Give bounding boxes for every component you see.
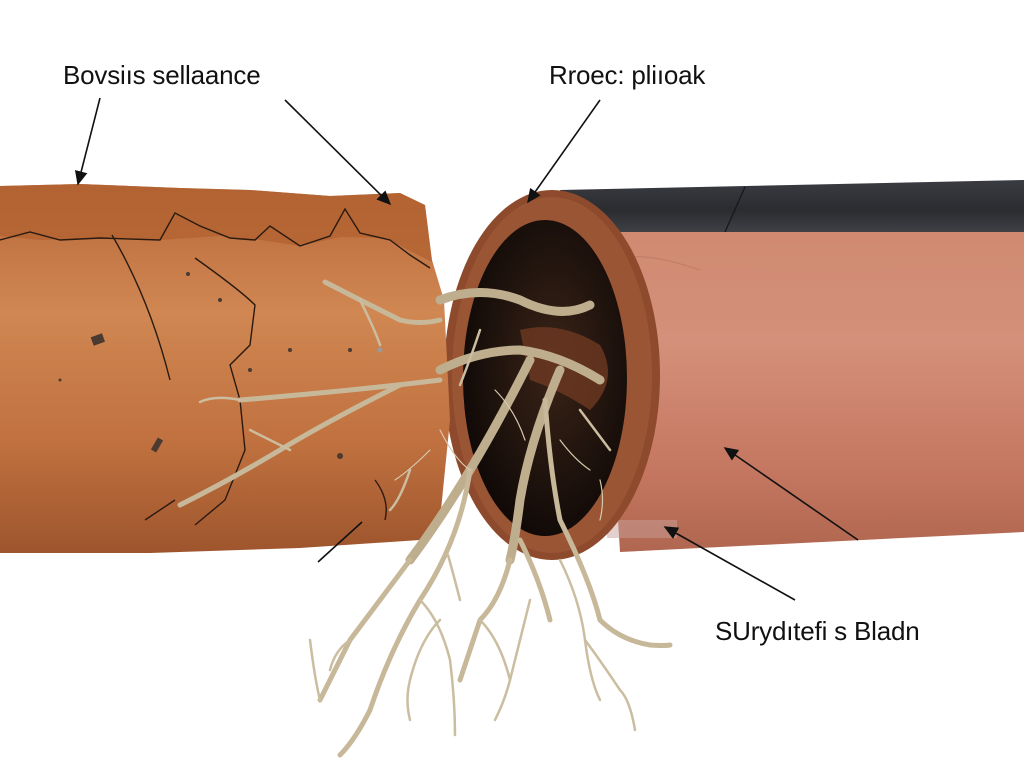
- arrow-top-left-2: [284, 99, 392, 206]
- debris: [58, 272, 383, 459]
- annotation-arrows: [74, 97, 859, 601]
- label-top-left: Bovsiıs sellaance: [63, 60, 261, 90]
- black-pipe: [560, 180, 1024, 240]
- arrow-top-left-1: [74, 97, 101, 186]
- crack-lines: [0, 207, 431, 526]
- smooth-pipe: [600, 232, 1024, 552]
- clay-pipe: [0, 184, 450, 553]
- label-bottom-right: SUrydıtefi s Bladn: [715, 616, 920, 646]
- pipe-opening: [444, 190, 660, 560]
- tree-roots: [177, 279, 673, 758]
- label-top-right: Rroec: pliıoak: [549, 60, 706, 90]
- arrow-top-right: [527, 99, 601, 204]
- arrow-bottom-right-1: [723, 447, 859, 541]
- arrow-bottom-right-2: [663, 526, 796, 601]
- arrow-left-pointer: [317, 521, 363, 563]
